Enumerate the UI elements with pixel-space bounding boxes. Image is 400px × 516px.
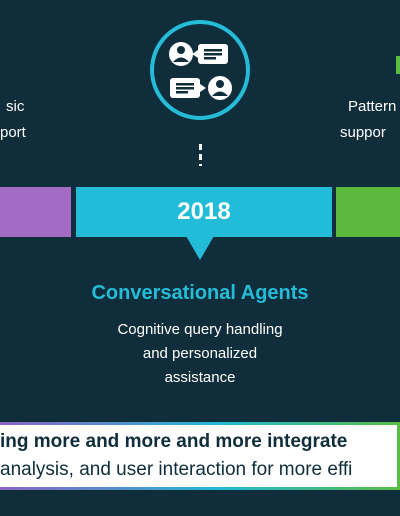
milestone-title: Conversational Agents bbox=[91, 282, 309, 304]
right-item-line1: Pattern bbox=[348, 98, 397, 115]
timeline-segment-center bbox=[76, 187, 332, 237]
left-item-line1: sic bbox=[6, 98, 25, 115]
right-item-marker bbox=[396, 56, 400, 74]
right-item-line2: suppor bbox=[340, 124, 386, 141]
milestone-desc-line3: assistance bbox=[164, 369, 236, 386]
connector-dashed-line bbox=[199, 144, 202, 166]
right-item-text: Pattern suppor bbox=[340, 94, 396, 146]
chat-agents-icon bbox=[150, 20, 250, 120]
milestone-desc-line1: Cognitive query handling bbox=[117, 321, 283, 338]
banner-line2: analysis, and user interaction for more … bbox=[0, 459, 353, 480]
left-item-line2: port bbox=[0, 124, 26, 141]
banner-line1: ing more and more and more integrate bbox=[0, 431, 348, 452]
timeline-segment-right bbox=[336, 187, 400, 237]
timeline-segment-left bbox=[0, 187, 71, 237]
left-item-text: sic port bbox=[0, 94, 40, 146]
milestone-desc-line2: and personalized bbox=[142, 345, 258, 362]
milestone-description: Cognitive query handling and personalize… bbox=[80, 318, 320, 390]
timeline-year: 2018 bbox=[177, 198, 231, 225]
timeline-pointer bbox=[186, 236, 214, 260]
summary-banner: ing more and more and more integrate ana… bbox=[0, 422, 400, 490]
summary-banner-body: ing more and more and more integrate ana… bbox=[0, 425, 397, 487]
